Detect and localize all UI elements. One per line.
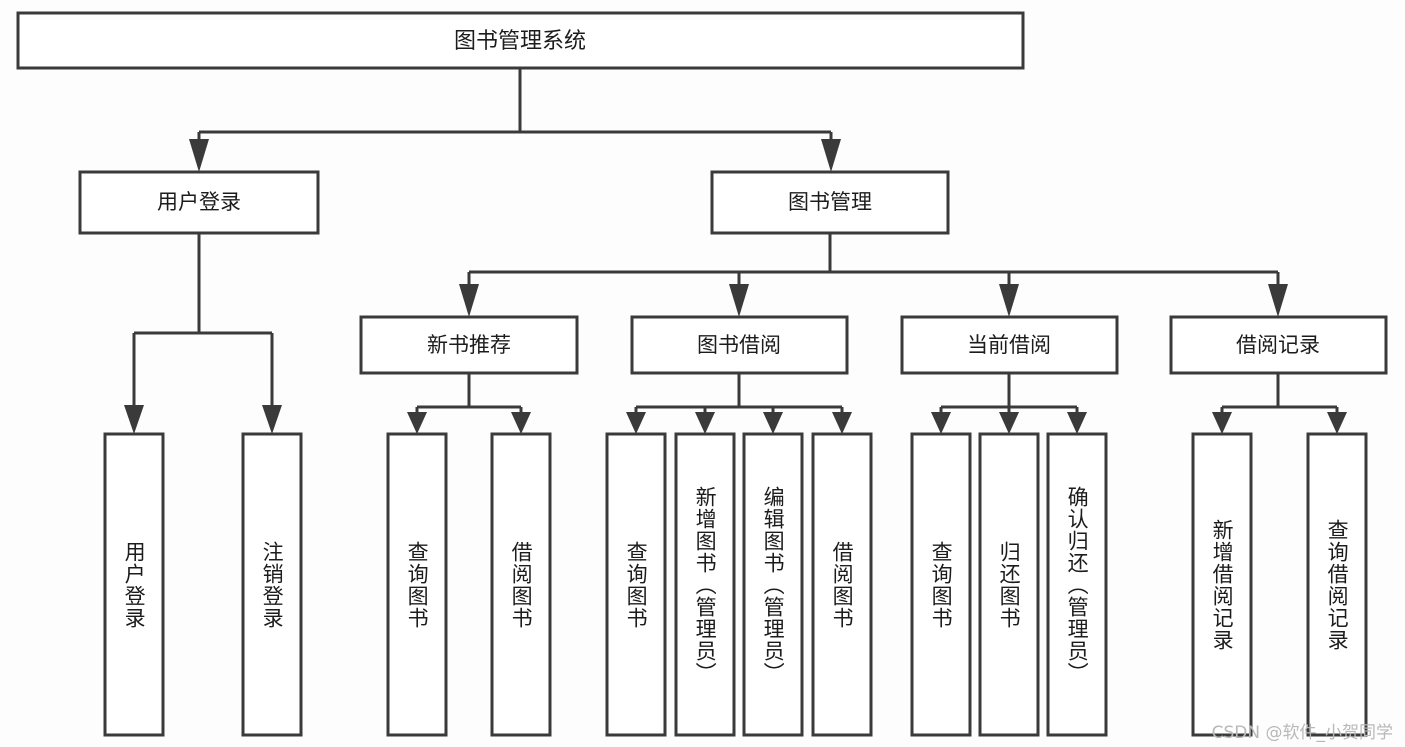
arrow-head-icon-manage-3 — [999, 284, 1019, 317]
node-book-borrow-label: 图书借阅 — [697, 333, 781, 357]
arrow-head-icon-record-2 — [1327, 412, 1347, 434]
node-borrow-record-label: 借阅记录 — [1236, 333, 1320, 357]
arrow-head-icon-current-3 — [1067, 412, 1087, 434]
arrow-head-icon-login-1 — [124, 405, 144, 434]
leaf-user-login-box[interactable] — [103, 432, 165, 737]
node-book-borrow-box[interactable] — [630, 315, 849, 375]
node-current-borrow-label: 当前借阅 — [967, 333, 1051, 357]
leaf-borrow-book-1-box[interactable] — [490, 432, 552, 737]
arrow-head-icon-record-1 — [1212, 412, 1232, 434]
leaf-user-logout-box[interactable] — [241, 432, 303, 737]
leaf-borrow-book-2-box[interactable] — [811, 432, 873, 737]
leaf-return-book-box[interactable] — [978, 432, 1040, 737]
leaf-query-book-1-box[interactable] — [386, 432, 448, 737]
arrow-head-icon-borrow-1 — [626, 412, 646, 434]
arrow-head-icon-current-2 — [999, 412, 1019, 434]
node-borrow-record-box[interactable] — [1169, 315, 1388, 375]
arrow-head-icon-manage-2 — [729, 284, 749, 317]
arrow-head-icon-newbook-2 — [511, 412, 531, 434]
node-root-box[interactable] — [16, 11, 1025, 70]
arrow-head-icon-borrow-4 — [832, 412, 852, 434]
node-root-label: 图书管理系统 — [454, 29, 586, 54]
leaf-edit-book-box[interactable] — [742, 432, 804, 737]
leaf-query-book-2-box[interactable] — [605, 432, 667, 737]
arrow-head-icon-root-manage — [821, 139, 841, 172]
arrow-head-icon-manage-1 — [459, 284, 479, 317]
node-book-manage-box[interactable] — [710, 170, 950, 235]
leaf-query-record-box[interactable] — [1306, 432, 1368, 737]
arrow-head-icon-newbook-1 — [407, 412, 427, 434]
node-book-manage-label: 图书管理 — [788, 190, 872, 214]
arrow-head-icon-current-1 — [931, 412, 951, 434]
arrow-head-icon-login-2 — [262, 405, 282, 434]
arrow-head-icon-manage-4 — [1268, 284, 1288, 317]
leaf-confirm-return-box[interactable] — [1046, 432, 1108, 737]
node-user-login-label: 用户登录 — [157, 190, 241, 214]
arrow-head-icon-root-login — [189, 139, 209, 172]
leaf-add-book-box[interactable] — [674, 432, 736, 737]
node-current-borrow-box[interactable] — [900, 315, 1119, 375]
leaf-add-record-box[interactable] — [1191, 432, 1253, 737]
node-new-book-label: 新书推荐 — [427, 333, 511, 357]
arrow-head-icon-borrow-3 — [763, 412, 783, 434]
leaf-query-book-3-box[interactable] — [910, 432, 972, 737]
node-new-book-box[interactable] — [359, 315, 579, 375]
arrow-head-icon-borrow-2 — [695, 412, 715, 434]
